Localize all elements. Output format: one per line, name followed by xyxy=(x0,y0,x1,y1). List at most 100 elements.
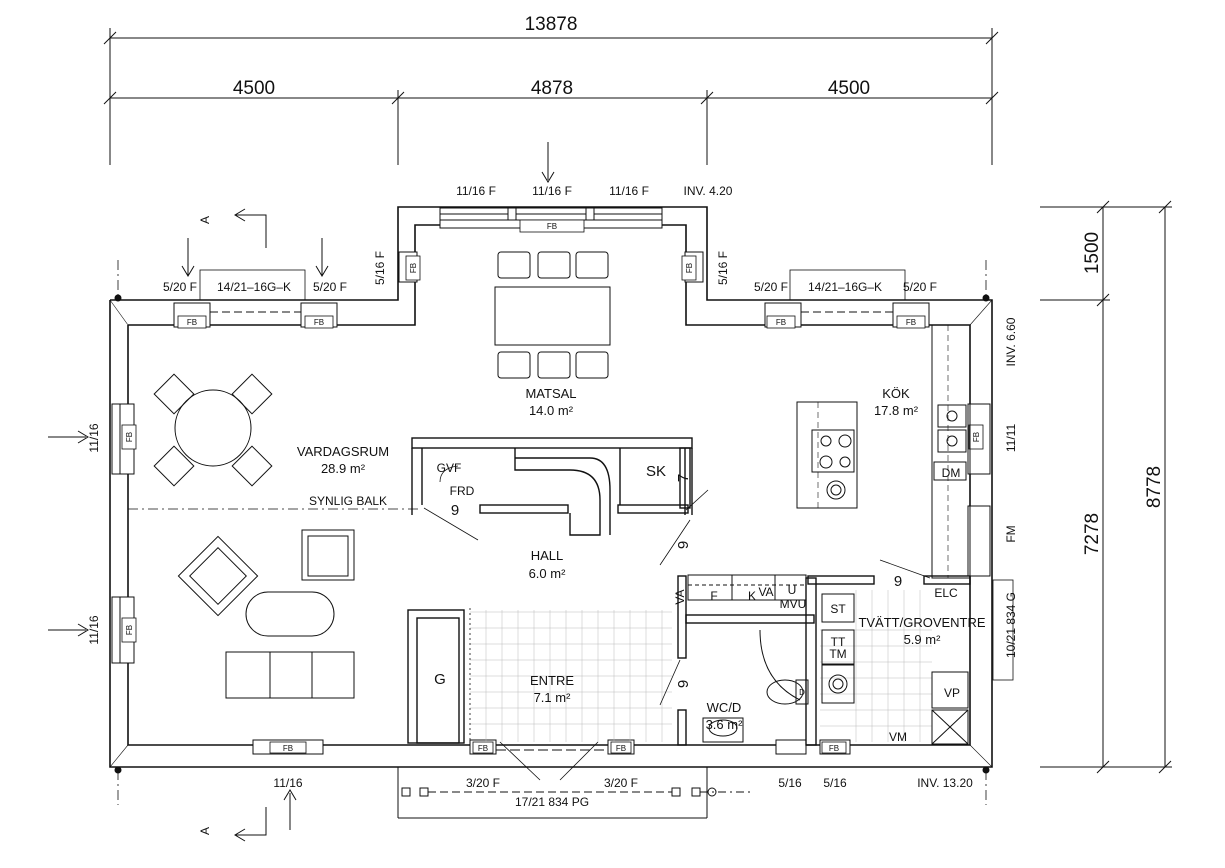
room-hall-area: 6.0 m² xyxy=(529,566,567,581)
fb-label: FB xyxy=(125,432,134,442)
label-inv-right: INV. 6.60 xyxy=(1004,317,1018,366)
label-synlig-balk: SYNLIG BALK xyxy=(309,494,387,508)
fb-label: FB xyxy=(314,318,324,327)
label-south-win-left: 11/16 xyxy=(273,776,302,790)
dimension-lines xyxy=(103,28,1172,774)
label-wall-7: 7 xyxy=(675,474,692,482)
label-top-win-3: 11/16 F xyxy=(609,184,649,198)
label-top-win-1: 11/16 F xyxy=(456,184,496,198)
room-matsal-area: 14.0 m² xyxy=(529,403,574,418)
label-gvf: GVF xyxy=(437,461,462,475)
fb-label: FB xyxy=(125,625,134,635)
interior-walls xyxy=(407,437,971,746)
label-south-win-5a: 5/16 xyxy=(778,776,802,790)
label-mvu: MVU xyxy=(780,597,807,611)
label-f: F xyxy=(710,589,717,603)
dim-main-depth: 7278 xyxy=(1082,513,1103,555)
label-win-left-a: 5/20 F xyxy=(163,280,197,294)
label-section-a-bottom: A xyxy=(198,827,212,835)
bay-frames xyxy=(199,269,1014,681)
label-fm: FM xyxy=(1004,525,1018,542)
label-right-bay-side: 5/16 F xyxy=(716,251,730,285)
room-hall-name: HALL xyxy=(531,548,564,563)
fb-labels: FB FB FB FB FB FB FB FB FB FB FB FB FB F… xyxy=(125,222,981,753)
label-win-left-b: 5/20 F xyxy=(313,280,347,294)
label-top-win-2: 11/16 F xyxy=(532,184,572,198)
label-tm: TM xyxy=(829,647,846,661)
label-door-left: 14/21–16G–K xyxy=(217,280,291,294)
room-labels: VARDAGSRUM 28.9 m² MATSAL 14.0 m² KÖK 17… xyxy=(297,386,986,732)
label-win-right-a: 5/20 F xyxy=(754,280,788,294)
dim-bay-depth: 1500 xyxy=(1082,232,1103,274)
room-matsal-name: MATSAL xyxy=(525,386,576,401)
room-vardagsrum-name: VARDAGSRUM xyxy=(297,444,389,459)
dim-middle-width: 4878 xyxy=(531,78,573,99)
label-section-a-top: A xyxy=(198,216,212,224)
fb-label: FB xyxy=(616,744,626,753)
fb-label: FB xyxy=(972,432,981,442)
fb-label: FB xyxy=(187,318,197,327)
label-vp: VP xyxy=(944,686,960,700)
label-elc: ELC xyxy=(934,586,958,600)
room-tvatt-name: TVÄTT/GROVENTRE xyxy=(858,615,985,630)
label-va-2: VA xyxy=(758,585,773,599)
dimension-labels: 13878 4500 4878 4500 1500 7278 8778 xyxy=(233,14,1165,555)
kitchen-counter xyxy=(796,324,971,579)
room-tvatt-area: 5.9 m² xyxy=(904,632,942,647)
bathroom-fixtures xyxy=(687,574,809,743)
label-u: U xyxy=(788,583,797,597)
label-dm: DM xyxy=(942,466,961,480)
dim-right-width: 4500 xyxy=(828,78,870,99)
label-tt: TT xyxy=(831,635,846,649)
label-west-win-2: 11/16 xyxy=(87,615,101,644)
room-wcd-name: WC/D xyxy=(707,700,742,715)
room-wcd-area: 3.6 m² xyxy=(706,717,744,732)
lounge-furniture xyxy=(177,529,355,699)
exterior-walls xyxy=(109,206,993,768)
label-d: D xyxy=(799,688,805,697)
label-wall-9-d: 9 xyxy=(894,573,902,590)
entrance-step xyxy=(397,767,750,819)
label-va-1: VA xyxy=(673,589,687,604)
label-inv-top: INV. 4.20 xyxy=(684,184,733,198)
label-left-bay-side: 5/16 F xyxy=(373,251,387,285)
dim-overall-depth: 8778 xyxy=(1144,466,1165,508)
dim-left-width: 4500 xyxy=(233,78,275,99)
label-inv-bottom: INV. 13.20 xyxy=(917,776,973,790)
label-k: K xyxy=(748,589,756,603)
label-vm: VM xyxy=(889,730,907,744)
dim-overall-width: 13878 xyxy=(525,14,578,35)
label-south-win-5b: 5/16 xyxy=(823,776,847,790)
dining-set xyxy=(494,251,611,379)
label-wall-9-a: 9 xyxy=(451,502,459,519)
label-entrance-win-left: 3/20 F xyxy=(466,776,500,790)
room-kok-area: 17.8 m² xyxy=(874,403,919,418)
fb-label: FB xyxy=(829,744,839,753)
label-win-right-b: 5/20 F xyxy=(903,280,937,294)
fb-label: FB xyxy=(906,318,916,327)
door-swings xyxy=(423,465,931,781)
fb-label: FB xyxy=(283,744,293,753)
label-east-door: 10/21 834 G xyxy=(1004,592,1018,658)
label-door-right: 14/21–16G–K xyxy=(808,280,882,294)
label-wall-9-c: 9 xyxy=(675,680,692,688)
label-entrance-win-right: 3/20 F xyxy=(604,776,638,790)
label-frd: FRD xyxy=(450,484,475,498)
room-vardagsrum-area: 28.9 m² xyxy=(321,461,366,476)
label-g: G xyxy=(434,671,446,688)
fb-label: FB xyxy=(478,744,488,753)
label-wall-9-b: 9 xyxy=(675,541,692,549)
axis-lines xyxy=(117,260,987,805)
round-table-set xyxy=(153,373,273,487)
label-east-win: 11/11 xyxy=(1004,424,1018,453)
section-arrows xyxy=(48,142,555,842)
entrance-tiles xyxy=(470,590,932,742)
annotation-labels: 11/16 F 11/16 F 11/16 F INV. 4.20 5/16 F… xyxy=(87,184,1018,835)
label-st: ST xyxy=(830,602,846,616)
fb-label: FB xyxy=(776,318,786,327)
fb-boxes xyxy=(121,219,984,754)
fb-label: FB xyxy=(409,263,418,273)
label-entrance-door: 17/21 834 PG xyxy=(515,795,589,809)
label-west-win-1: 11/16 xyxy=(87,423,101,452)
